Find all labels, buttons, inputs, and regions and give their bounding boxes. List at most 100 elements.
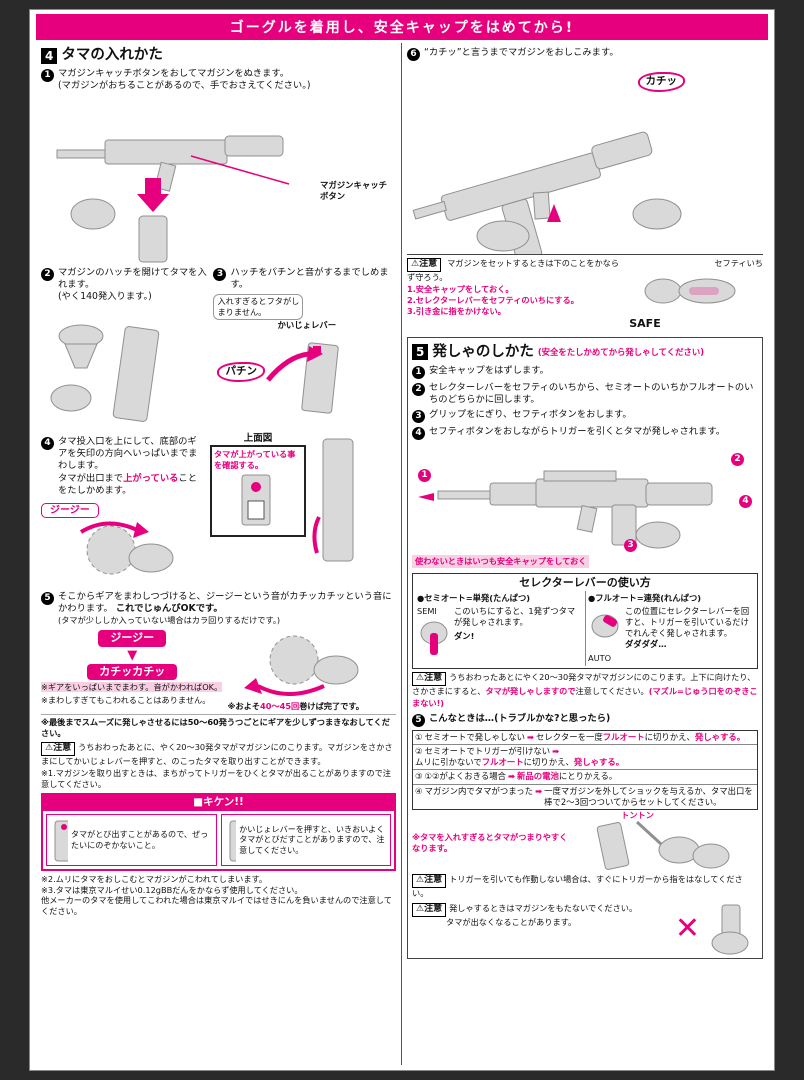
fire-step-1-text: 安全キャップをはずします。 — [429, 364, 549, 376]
caution-set-intro: マガジンをセットするときは下のことをかならず守ろう。 — [407, 258, 620, 282]
step-2-number: 2 — [41, 267, 54, 281]
auto-text: この位置にセレクターレバーを回すと、トリガーを引いているだけでれんぞく発しゃされ… — [625, 605, 750, 638]
tap-magazine-illustration — [596, 820, 730, 870]
section5-subtitle: (安全をたしかめてから発しゃしてください) — [537, 346, 705, 357]
trouble-row-2-a2: に切りかえ、 — [523, 757, 574, 768]
step-5-subtext: (タマが少ししか入っていない場合はカラ回りするだけです。) — [58, 615, 281, 626]
step2-step3-row: 2 マガジンのハッチを開けてタマを入れます。 (やく140発入ります。) — [41, 264, 396, 431]
danger-box: ■キケン!! タマがとび出すことがあるので、ぜったいにのぞかないこと。 — [41, 792, 396, 871]
section5-header: 5 発しゃのしかた (安全をたしかめてから発しゃしてください) — [412, 343, 758, 362]
trouble-row-1-question: セミオートで発しゃしない — [424, 732, 526, 743]
fire-step-4-number: 4 — [412, 427, 425, 441]
gun-magazine-insert-illustration — [412, 131, 682, 262]
caution-set-label: ⚠注意 — [407, 258, 442, 272]
section4-title: タマの入れかた — [61, 47, 163, 63]
done-note-1: ※およそ — [227, 700, 261, 711]
caution-set-label-text: 注意 — [419, 259, 438, 269]
topview-title: 上面図 — [243, 432, 273, 444]
magazine-peek-illustration — [54, 820, 68, 862]
trouble-row-3-question: ①②がよくおきる場合 — [424, 771, 506, 782]
auto-text-block: この位置にセレクターレバーを回すと、トリガーを引いているだけでれんぞく発しゃされ… — [625, 606, 753, 664]
trouble-row-2-number: ② — [415, 746, 423, 757]
caution-2-text1: うちおわったあとにやく20〜30発タマがマガジンにのこります。上下に向けたり、さ… — [412, 671, 756, 696]
gear-winding-illustration-2 — [243, 635, 359, 697]
semi-label: SEMI — [417, 605, 437, 616]
selector-safe-illustration — [644, 278, 736, 304]
auto-row: AUTO この位置にセレクターレバーを回すと、トリガーを引いているだけでれんぞく… — [588, 606, 753, 664]
trouble-row-3-answer: 新品の電池にとりかえる。 — [517, 771, 617, 782]
funnel-loading-illustration — [50, 324, 160, 423]
semi-row: SEMI このいちにすると、1発ずつタマが発しゃされます。 ダン! — [417, 606, 583, 664]
caution-1-label-text: 注意 — [53, 743, 72, 754]
auto-label: AUTO — [588, 652, 612, 663]
sound-change-stack: ジージー ▼ カチッカチッ ※ギアをいっぱいまでまわす。音がかわればOK。 ※ま… — [41, 630, 224, 711]
caution-set-item-2: 2.セレクターレバーをセフティのいちにする。 — [407, 294, 579, 305]
semi-text-block: このいちにすると、1発ずつタマが発しゃされます。 ダン! — [454, 606, 583, 664]
step-3: 3 ハッチをパチンと音がするまでしめます。 — [213, 267, 396, 292]
danger-right-text: かいじょレバーを押すと、いきおいよくタマがとびだすことがありますので、注意してく… — [239, 823, 385, 856]
step-1-number: 1 — [41, 69, 54, 83]
step-2-subtext: (やく140発入ります。) — [58, 291, 152, 303]
callout-3: 3 — [624, 539, 637, 553]
step-5: 5 そこからギアをまわしつづけると、ジージーという音がカチッカチッという音にかわ… — [41, 591, 396, 628]
step-4-row: 4 タマ投入口を上にして、底部のギアを矢印の方向へいっぱいまでまわします。 タマ… — [41, 433, 396, 587]
manual-page: ゴーグルを着用し、安全キャップをはめてから! 4 タマの入れかた 1 マガジンキ… — [29, 9, 775, 1071]
trouble-row-1: ① セミオートで発しゃしない ➡ セレクターを一度フルオートに切りかえ、発しゃす… — [413, 731, 757, 746]
tonton-sound-label: トントン — [621, 809, 654, 820]
selector-usage-box: セレクターレバーの使い方 ●セミオート=単発(たんぱつ) SEMI — [412, 572, 758, 669]
auto-selector-illustration — [591, 614, 619, 638]
danger-header: ■キケン!! — [43, 794, 394, 811]
safety-position-label: セフティいち — [714, 258, 763, 268]
arrow-right-icon: ➡ — [527, 732, 535, 743]
warning-icon: ⚠ — [45, 743, 54, 754]
topview-check-note: タマが上がっている事を確認する。 — [213, 449, 296, 471]
step-4: 4 タマ投入口を上にして、底部のギアを矢印の方向へいっぱいまでまわします。 タマ… — [41, 436, 206, 497]
caution-2-label: ⚠注意 — [412, 671, 447, 686]
trouble-row-3-p1: 新品の電池 — [516, 771, 559, 782]
step-1-subtext: (マガジンがおちることがあるので、手でおさえてください。) — [58, 80, 311, 92]
step-1-body: マガジンキャッチボタンをおしてマガジンをぬきます。 (マガジンがおちることがある… — [58, 68, 311, 93]
auto-selector-figure: AUTO — [588, 606, 622, 664]
topview-block: 上面図 タマが上がっている事を確認する。 — [209, 432, 396, 587]
trouble-row-1-p2: 発しゃする。 — [694, 732, 746, 743]
trouble-row-4-answer: 一度マガジンを外してショックを与えるか、タマ出口を棒で2〜3回つついてからセット… — [544, 785, 753, 807]
caution-1: ⚠注意うちおわったあとに、やく20〜30発タマがマガジンにのこります。マガジンを… — [41, 742, 396, 790]
jii-badge: ジージー — [98, 630, 167, 647]
jii-sound-label: ジージー — [41, 503, 99, 519]
trouble-step: 5 こんなときは…(トラブルかな?と思ったら) — [412, 713, 758, 728]
figure-insert-magazine: カチッ — [407, 64, 763, 262]
warning-icon: ⚠ — [416, 672, 425, 683]
trouble-row-1-a2: に切りかえ、 — [644, 732, 695, 743]
note-3b: 他メーカーのタマを使用してこわれた場合は東京マルイではせきにんを負いませんので注… — [41, 895, 392, 917]
section4-header: 4 タマの入れかた — [41, 46, 396, 65]
caution-1-note: ※1.マガジンを取り出すときは、まちがってトリガーをひくとタマが出ることがありま… — [41, 768, 391, 790]
trouble-row-1-p1: フルオート — [602, 732, 645, 743]
step-6-text: “カチッ”と言うまでマガジンをおしこみます。 — [424, 47, 619, 58]
figure-firing-position: 1 2 4 3 — [412, 443, 758, 555]
step-5-text2: これでじゅんびOKです。 — [115, 602, 223, 614]
selector-columns: ●セミオート=単発(たんぱつ) SEMI — [415, 591, 755, 666]
wind-note-2: ※まわしすぎてもこわれることはありません。 — [41, 694, 211, 705]
danger-left-panel: タマがとび出すことがあるので、ぜったいにのぞかないこと。 — [46, 813, 217, 866]
arrow-right-icon: ➡ — [552, 746, 560, 757]
semi-sound: ダン! — [454, 630, 475, 641]
caution-4-row: ⚠注意発しゃするときはマガジンをもたないでください。 タマが出なくなることがあり… — [412, 902, 758, 955]
done-note-2: 40〜45回 — [260, 700, 300, 711]
step-3-text: ハッチをパチンと音がするまでしめます。 — [230, 266, 389, 290]
fire-step-4-text: セフティボタンをおしながらトリガーを引くとタマが発しゃされます。 — [429, 426, 726, 438]
caution-3-label: ⚠注意 — [412, 873, 447, 888]
note-3a: ※3.タマは東京マルイせい0.12gBBだんをかならず使用してください。 — [41, 884, 303, 895]
caution-set-text: ⚠注意 マガジンをセットするときは下のことをかならず守ろう。 1.安全キャップを… — [407, 258, 625, 332]
step-1-text: マガジンキャッチボタンをおしてマガジンをぬきます。 — [58, 68, 290, 80]
tap-figure-row: ※タマを入れすぎるとタマがつまりやすくなります。 トントン — [412, 810, 758, 872]
arrow-right-icon: ➡ — [507, 771, 515, 782]
caution-2-pink2: (マズル=じゅう口をのぞきこまない!) — [412, 685, 758, 708]
step-2-text: マガジンのハッチを開けてタマを入れます。 — [58, 266, 207, 290]
step-1: 1 マガジンキャッチボタンをおしてマガジンをぬきます。 (マガジンがおちることが… — [41, 68, 396, 93]
trouble-row-3: ③ ①②がよくおきる場合 ➡ 新品の電池にとりかえる。 — [413, 770, 757, 785]
caution-set-row: ⚠注意 マガジンをセットするときは下のことをかならず守ろう。 1.安全キャップを… — [407, 254, 763, 332]
fire-step-1-number: 1 — [412, 365, 425, 379]
trouble-row-2-answer: ムリに引かないでフルオートに切りかえ、発しゃする。 — [415, 757, 624, 768]
step-4-body: タマ投入口を上にして、底部のギアを矢印の方向へいっぱいまでまわします。 タマが出… — [58, 436, 206, 497]
danger-left-text: タマがとび出すことがあるので、ぜったいにのぞかないこと。 — [70, 829, 209, 850]
